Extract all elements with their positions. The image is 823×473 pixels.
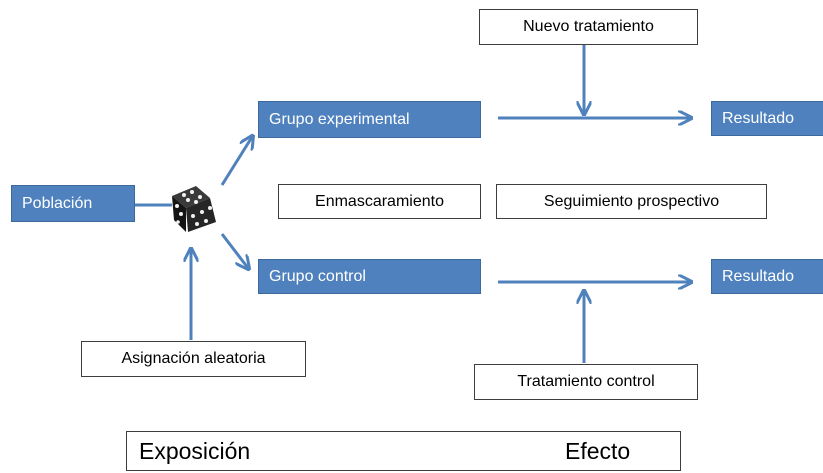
grupo-control-label: Grupo control bbox=[269, 267, 366, 285]
grupo-control-box: Grupo control bbox=[258, 259, 481, 294]
poblacion-box: Población bbox=[11, 185, 135, 222]
tratamiento-control-label: Tratamiento control bbox=[517, 373, 655, 390]
tratamiento-control-box: Tratamiento control bbox=[474, 364, 698, 400]
seguimiento-box: Seguimiento prospectivo bbox=[496, 184, 767, 219]
resultado-experimental-label: Resultado bbox=[722, 109, 795, 127]
resultado-experimental-box: Resultado bbox=[711, 101, 823, 136]
seguimiento-label: Seguimiento prospectivo bbox=[543, 192, 720, 210]
enmascaramiento-label: Enmascaramiento bbox=[315, 192, 444, 210]
poblacion-label: Población bbox=[22, 194, 93, 212]
nuevo-tratamiento-box: Nuevo tratamiento bbox=[479, 9, 698, 45]
nuevo-tratamiento-label: Nuevo tratamiento bbox=[523, 18, 654, 35]
enmascaramiento-box: Enmascaramiento bbox=[278, 184, 481, 219]
asignacion-label: Asignación aleatoria bbox=[121, 350, 266, 367]
dice-icon bbox=[172, 186, 216, 232]
resultado-control-label: Resultado bbox=[722, 267, 795, 285]
legend-box: Exposición Efecto bbox=[126, 431, 681, 471]
legend-exposicion: Exposición bbox=[139, 438, 251, 464]
resultado-control-box: Resultado bbox=[711, 259, 823, 294]
legend-efecto: Efecto bbox=[565, 438, 631, 464]
grupo-experimental-label: Grupo experimental bbox=[269, 110, 410, 128]
grupo-experimental-box: Grupo experimental bbox=[258, 101, 481, 138]
asignacion-box: Asignación aleatoria bbox=[81, 341, 306, 377]
arrow-to-grupo-control bbox=[220, 233, 248, 268]
arrow-to-grupo-experimental bbox=[220, 137, 252, 186]
